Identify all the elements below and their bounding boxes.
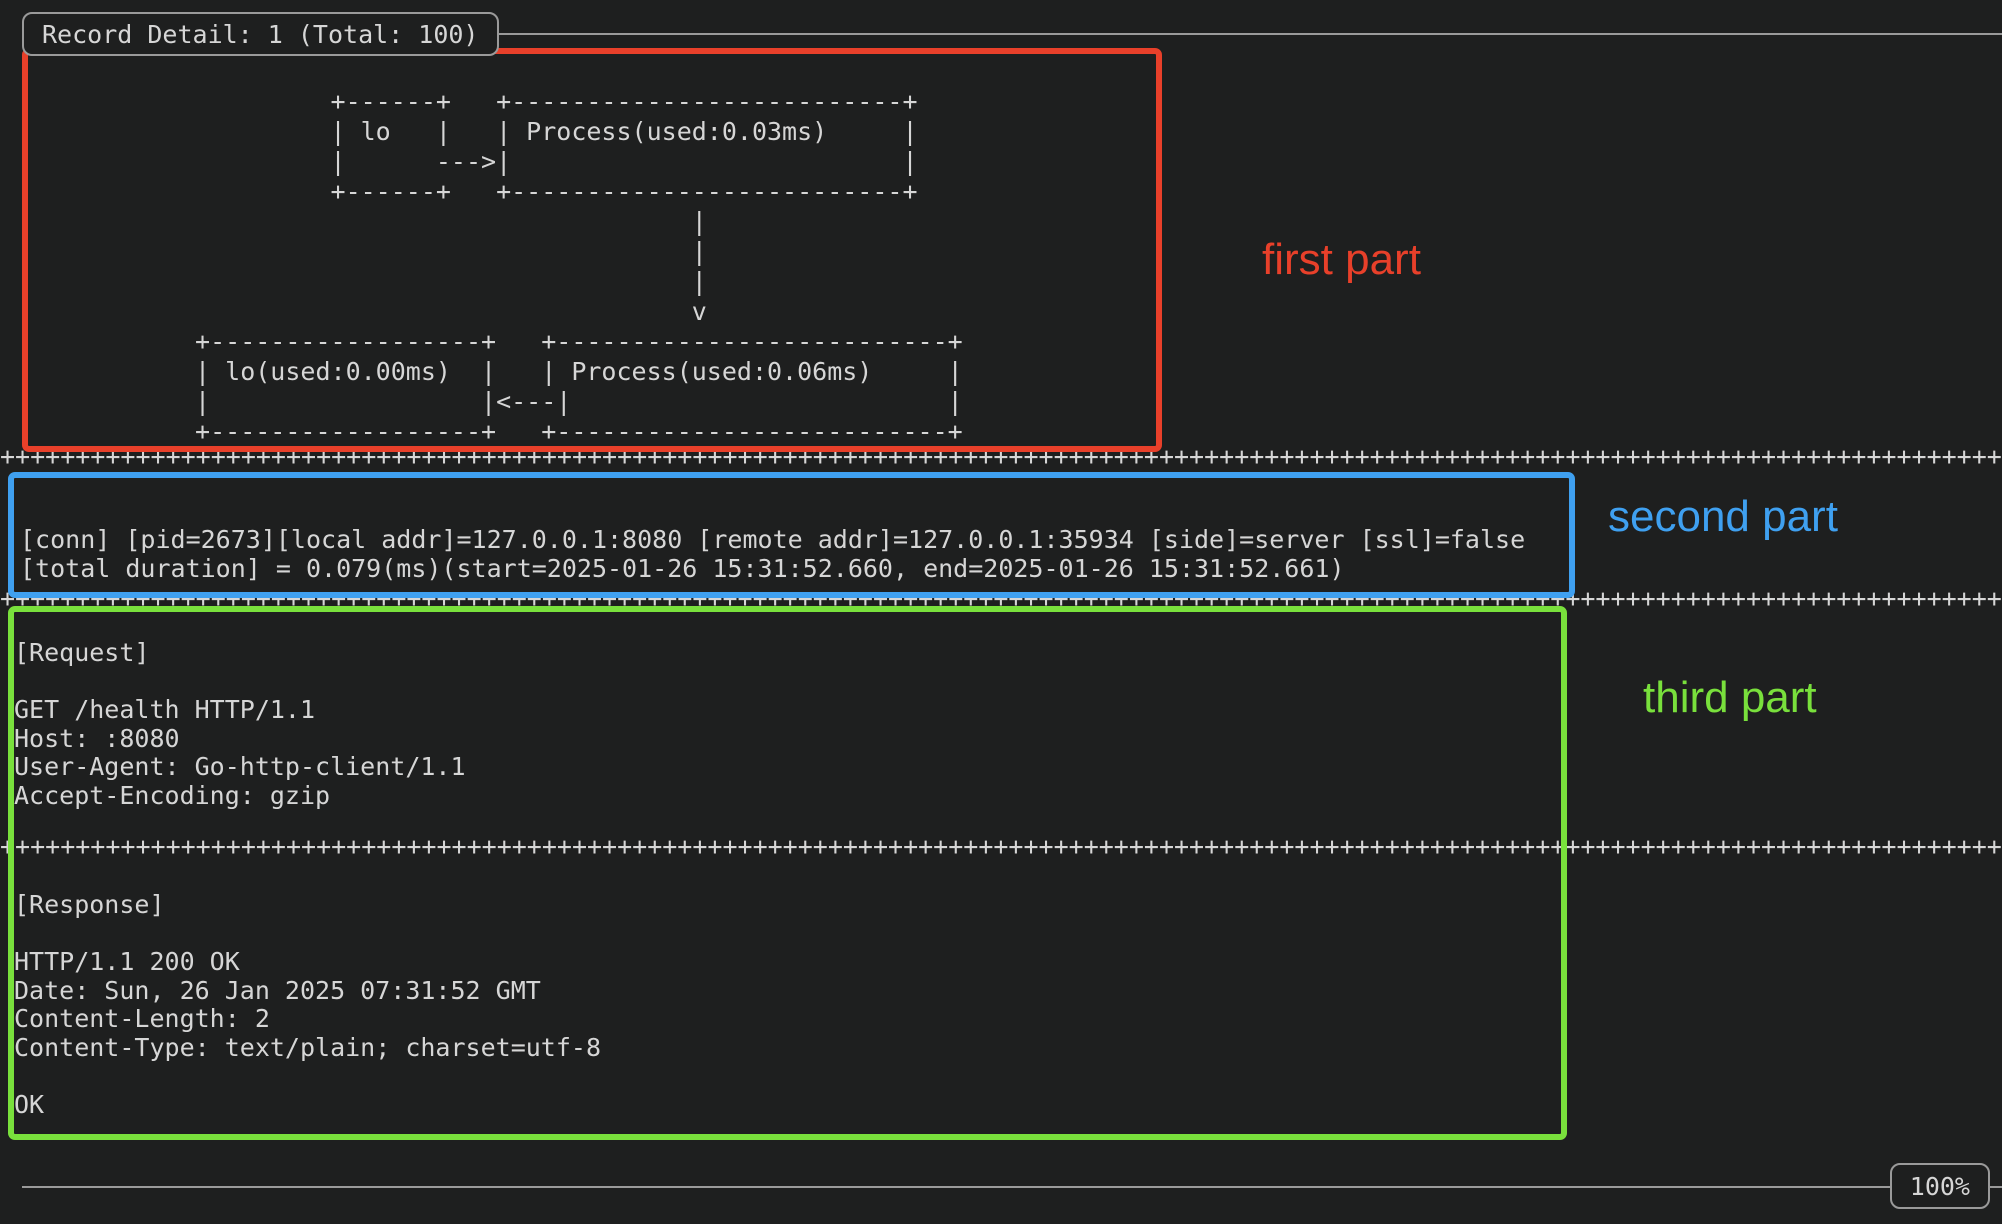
record-detail-title-chip: Record Detail: 1 (Total: 100) <box>22 12 499 56</box>
ascii-topology-diagram: +------+ +--------------------------+ | … <box>195 87 963 446</box>
http-response-text: [Response] HTTP/1.1 200 OK Date: Sun, 26… <box>14 890 601 1119</box>
plus-separator-1: ++++++++++++++++++++++++++++++++++++++++… <box>0 444 2002 470</box>
topology-diagram-area: +------+ +--------------------------+ | … <box>0 40 2002 446</box>
zoom-level-chip[interactable]: 100% <box>1889 1163 1990 1209</box>
plus-separator-3: ++++++++++++++++++++++++++++++++++++++++… <box>0 834 2002 860</box>
title-divider-rule <box>370 33 2002 35</box>
connection-summary-text: [conn] [pid=2673][local addr]=127.0.0.1:… <box>20 525 1526 583</box>
plus-separator-2: ++++++++++++++++++++++++++++++++++++++++… <box>0 586 2002 612</box>
page-title: Record Detail: 1 (Total: 100) <box>42 19 479 49</box>
annotation-label-first-part: first part <box>1262 235 1421 284</box>
zoom-level-label: 100% <box>1909 1171 1970 1201</box>
annotation-label-third-part: third part <box>1643 673 1817 722</box>
bottom-divider-rule <box>22 1186 2002 1188</box>
http-request-text: [Request] GET /health HTTP/1.1 Host: :80… <box>14 638 466 810</box>
annotation-label-second-part: second part <box>1608 492 1838 541</box>
